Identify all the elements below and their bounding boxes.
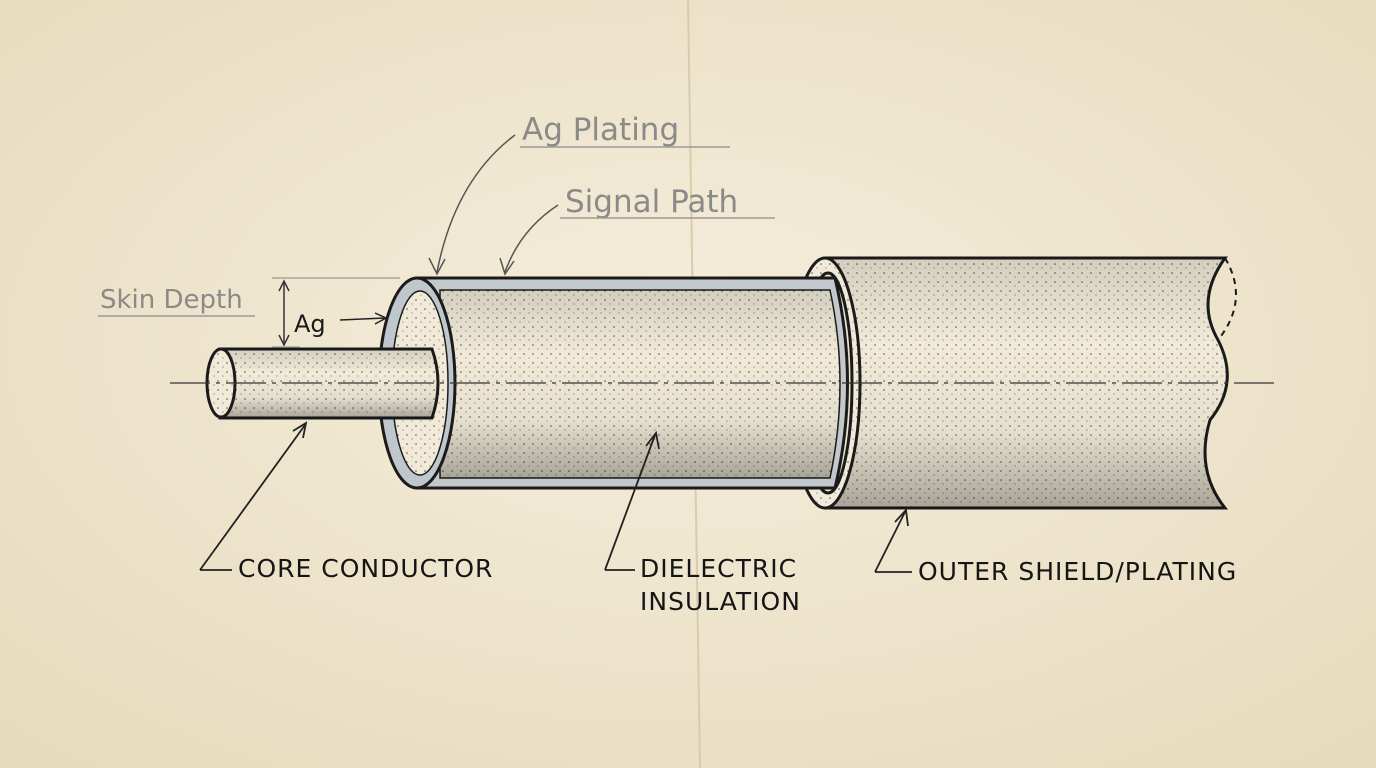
label-core-conductor: CORE CONDUCTOR — [238, 554, 493, 583]
annotation-outer-shield: OUTER SHIELD/PLATING — [874, 507, 1237, 586]
label-outer-shield: OUTER SHIELD/PLATING — [918, 557, 1237, 586]
label-skin-depth: Skin Depth — [100, 285, 243, 315]
label-signal-path: Signal Path — [565, 184, 738, 220]
annotation-signal-path: Signal Path — [499, 184, 775, 276]
label-insulation: INSULATION — [640, 587, 801, 616]
arrowhead-icon — [428, 257, 446, 276]
label-dielectric: DIELECTRIC — [640, 554, 797, 583]
annotation-dielectric: DIELECTRIC INSULATION — [604, 430, 801, 616]
annotation-core-conductor: CORE CONDUCTOR — [199, 421, 493, 583]
annotation-ag-plating: Ag Plating — [428, 112, 730, 276]
annotation-skin-depth: Skin Depth Ag — [98, 277, 400, 348]
label-ag-plating: Ag Plating — [522, 112, 679, 148]
label-ag: Ag — [294, 310, 326, 338]
